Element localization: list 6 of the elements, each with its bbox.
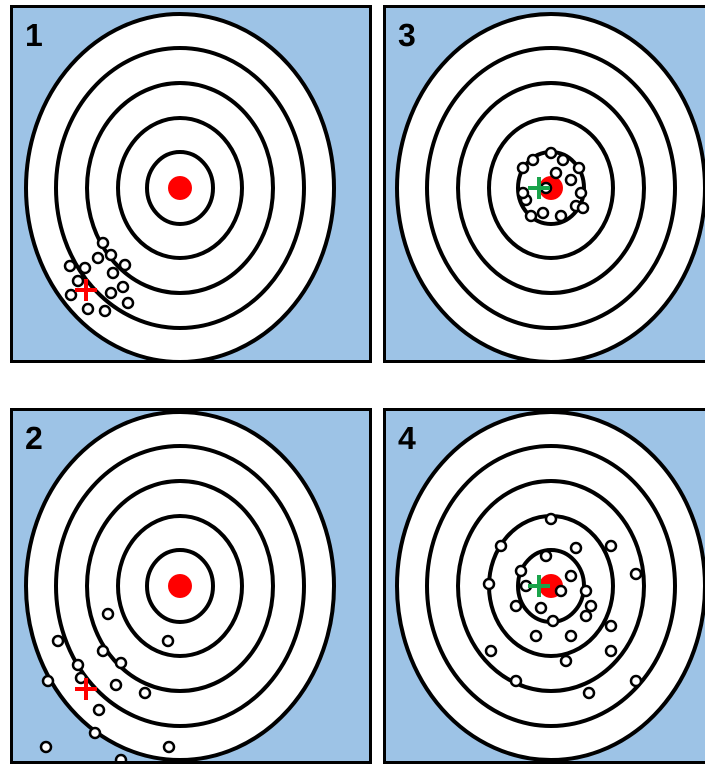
target-panel — [10, 5, 372, 363]
panel-number: 3 — [398, 18, 416, 52]
panel-number: 2 — [25, 421, 43, 455]
panel-number: 1 — [25, 18, 43, 52]
panel-number: 4 — [398, 421, 416, 455]
target-panel — [10, 408, 372, 764]
